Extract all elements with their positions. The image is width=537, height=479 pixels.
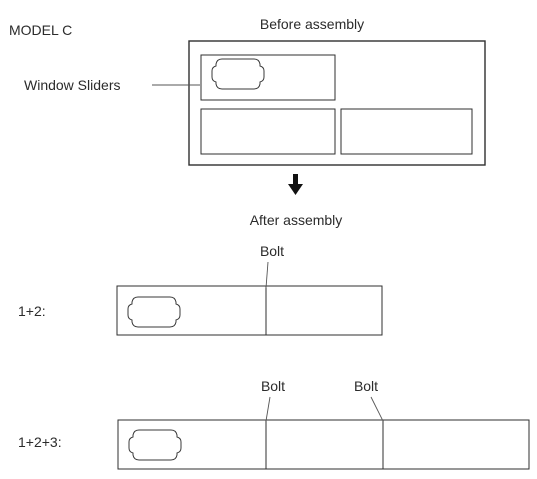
assembly-row-1-2 [116, 285, 383, 336]
assembly-row-1-2-3 [117, 419, 530, 470]
bolt-label: Bolt [261, 378, 285, 394]
slider-cutout [128, 429, 182, 461]
slider-cutout [211, 58, 265, 90]
slider-panel-bottom-left [200, 108, 336, 155]
bolt-leader [265, 261, 269, 289]
slider-panel-top [200, 54, 336, 101]
down-arrow-icon [288, 174, 303, 195]
before-assembly-frame [188, 40, 486, 166]
slider-panel-bottom-right [340, 108, 473, 155]
bolt-leader [265, 396, 271, 422]
after-assembly-title: After assembly [250, 212, 343, 228]
panel-2 [265, 285, 383, 336]
bolt-label: Bolt [354, 378, 378, 394]
panel-3 [382, 419, 530, 470]
panel-2 [265, 419, 384, 470]
row-label-1-2-3: 1+2+3: [18, 434, 62, 450]
window-sliders-callout: Window Sliders [24, 77, 120, 93]
row-label-1-2: 1+2: [18, 303, 46, 319]
model-label: MODEL C [9, 22, 72, 38]
bolt-label: Bolt [260, 243, 284, 259]
slider-cutout [127, 296, 181, 328]
bolt-leader [370, 396, 384, 422]
before-assembly-title: Before assembly [260, 16, 364, 32]
